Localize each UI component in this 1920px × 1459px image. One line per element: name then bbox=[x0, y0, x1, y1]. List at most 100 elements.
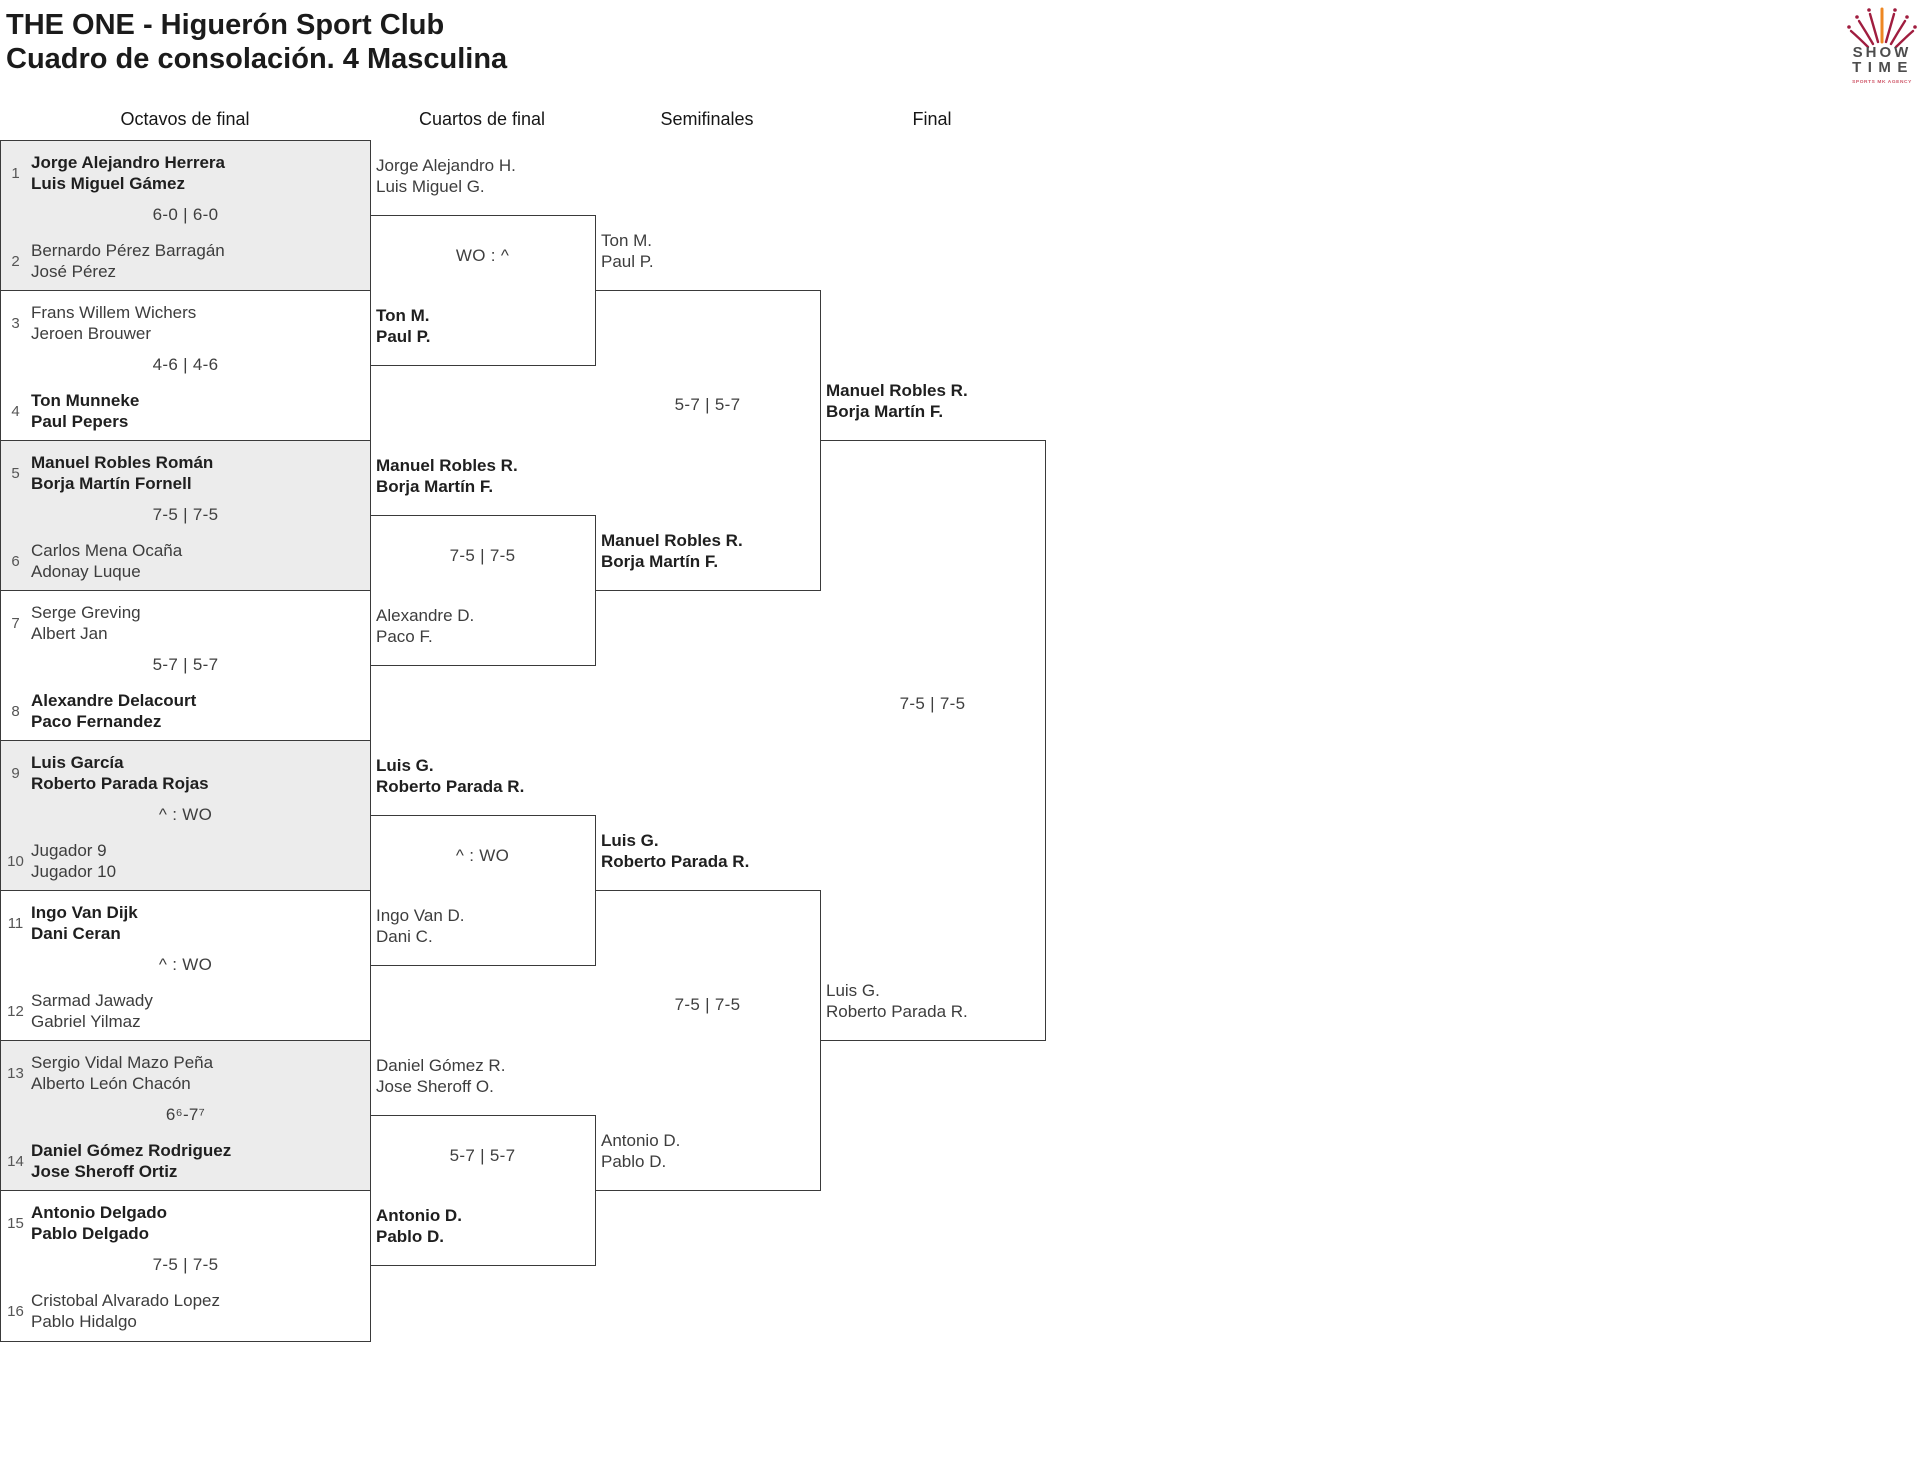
player-line: Cristobal Alvarado Lopez bbox=[31, 1291, 221, 1310]
seed-number: 11 bbox=[7, 914, 24, 932]
qf-m3-team-bottom: Ingo Van D.Dani C. bbox=[376, 905, 465, 947]
sf-m2-score: 7-5 | 7-5 bbox=[674, 995, 741, 1014]
seed-number: 15 bbox=[7, 1214, 24, 1232]
qf-m2-team-top: Manuel Robles R.Borja Martín F. bbox=[376, 455, 518, 497]
player-line: Jose Sheroff Ortiz bbox=[31, 1162, 178, 1181]
player-line: Jose Sheroff O. bbox=[376, 1077, 494, 1096]
player-line: Frans Willem Wichers bbox=[31, 303, 197, 322]
player-line: Gabriel Yilmaz bbox=[31, 1012, 141, 1031]
seed-number: 14 bbox=[7, 1152, 24, 1170]
player-line: Paco F. bbox=[376, 627, 433, 646]
player-line: Manuel Robles Román bbox=[31, 453, 214, 472]
player-line: Paul Pepers bbox=[31, 412, 129, 431]
r16-m3-score: 7-5 | 7-5 bbox=[152, 505, 219, 524]
player-line: Paco Fernandez bbox=[31, 712, 162, 731]
r16-m8-score: 7-5 | 7-5 bbox=[152, 1255, 219, 1274]
r16-m4-score: 5-7 | 5-7 bbox=[152, 655, 219, 674]
player-line: Roberto Parada R. bbox=[376, 777, 525, 796]
player-line: Luis G. bbox=[601, 831, 659, 850]
firework-burst-icon bbox=[1847, 7, 1917, 49]
sf-m2-team-bottom: Antonio D.Pablo D. bbox=[601, 1130, 680, 1172]
seed-number: 12 bbox=[7, 1002, 24, 1020]
seed-number: 5 bbox=[11, 464, 20, 482]
seed-number: 2 bbox=[11, 252, 20, 270]
qf-m1-score: WO : ^ bbox=[455, 246, 510, 265]
player-line: Roberto Parada R. bbox=[601, 852, 750, 871]
player-line: Sarmad Jawady bbox=[31, 991, 153, 1010]
player-line: Luis Miguel G. bbox=[376, 177, 485, 196]
player-line: Manuel Robles R. bbox=[601, 531, 743, 550]
qf-m4-score: 5-7 | 5-7 bbox=[449, 1146, 516, 1165]
player-line: Daniel Gómez R. bbox=[376, 1056, 506, 1075]
player-line: Roberto Parada Rojas bbox=[31, 774, 209, 793]
player-line: José Pérez bbox=[31, 262, 117, 281]
round-header-cuartos: Cuartos de final bbox=[418, 109, 546, 129]
player-line: Antonio D. bbox=[376, 1206, 462, 1225]
seed-number: 4 bbox=[11, 402, 20, 420]
player-line: Ton M. bbox=[376, 306, 430, 325]
round-header-octavos: Octavos de final bbox=[120, 109, 250, 129]
player-line: Pablo D. bbox=[376, 1227, 445, 1246]
player-line: Borja Martín Fornell bbox=[31, 474, 192, 493]
final-team-bottom: Luis G. Roberto Parada R. bbox=[826, 980, 968, 1022]
player-line: Jorge Alejandro H. bbox=[376, 156, 516, 175]
r16-m5-score: ^ : WO bbox=[158, 805, 213, 824]
r16-m1-score: 6-0 | 6-0 bbox=[152, 205, 219, 224]
player-line: Roberto Parada R. bbox=[826, 1002, 968, 1021]
player-line: Antonio Delgado bbox=[31, 1203, 167, 1222]
sf-m1-score: 5-7 | 5-7 bbox=[674, 395, 741, 414]
seed-number: 16 bbox=[7, 1302, 24, 1320]
qf-m3-team-top: Luis G.Roberto Parada R. bbox=[376, 755, 524, 797]
player-line: Pablo D. bbox=[601, 1152, 667, 1171]
page-subtitle: Cuadro de consolación. 4 Masculina bbox=[6, 43, 508, 75]
r16-m6-score: ^ : WO bbox=[158, 955, 213, 974]
logo-tagline: SPORTS MK AGENCY bbox=[1852, 79, 1912, 85]
r16-m2-score: 4-6 | 4-6 bbox=[152, 355, 219, 374]
round-header-semifinales: Semifinales bbox=[660, 109, 754, 129]
player-line: Jeroen Brouwer bbox=[31, 324, 152, 343]
showtime-logo: SHOW TIME SPORTS MK AGENCY bbox=[1847, 7, 1917, 85]
player-line: Manuel Robles R. bbox=[376, 456, 518, 475]
sf-m1-team-top: Ton M.Paul P. bbox=[601, 230, 654, 272]
player-line: Pablo Hidalgo bbox=[31, 1312, 137, 1331]
sf-m2-team-top: Luis G. Roberto Parada R. bbox=[601, 830, 749, 872]
seed-number: 8 bbox=[11, 702, 20, 720]
player-line: Alexandre D. bbox=[376, 606, 475, 625]
player-line: Alexandre Delacourt bbox=[31, 691, 197, 710]
player-line: Borja Martín F. bbox=[601, 552, 719, 571]
qf-m3-score: ^ : WO bbox=[455, 846, 510, 865]
player-line: Jugador 10 bbox=[31, 862, 117, 881]
qf-m1-team-bottom: Ton M.Paul P. bbox=[376, 305, 431, 347]
qf-m2-team-bottom: Alexandre D. Paco F. bbox=[376, 605, 474, 647]
player-line: Carlos Mena Ocaña bbox=[31, 541, 183, 560]
final-score: 7-5 | 7-5 bbox=[899, 694, 966, 713]
seed-number: 10 bbox=[7, 852, 24, 870]
qf-m2-score: 7-5 | 7-5 bbox=[449, 546, 516, 565]
player-line: Luis García bbox=[31, 753, 124, 772]
round-header-final: Final bbox=[912, 109, 952, 129]
player-line: Luis G. bbox=[826, 981, 880, 1000]
player-line: Paul P. bbox=[601, 252, 654, 271]
player-line: Bernardo Pérez Barragán bbox=[31, 241, 225, 260]
player-line: Daniel Gómez Rodriguez bbox=[31, 1141, 232, 1160]
